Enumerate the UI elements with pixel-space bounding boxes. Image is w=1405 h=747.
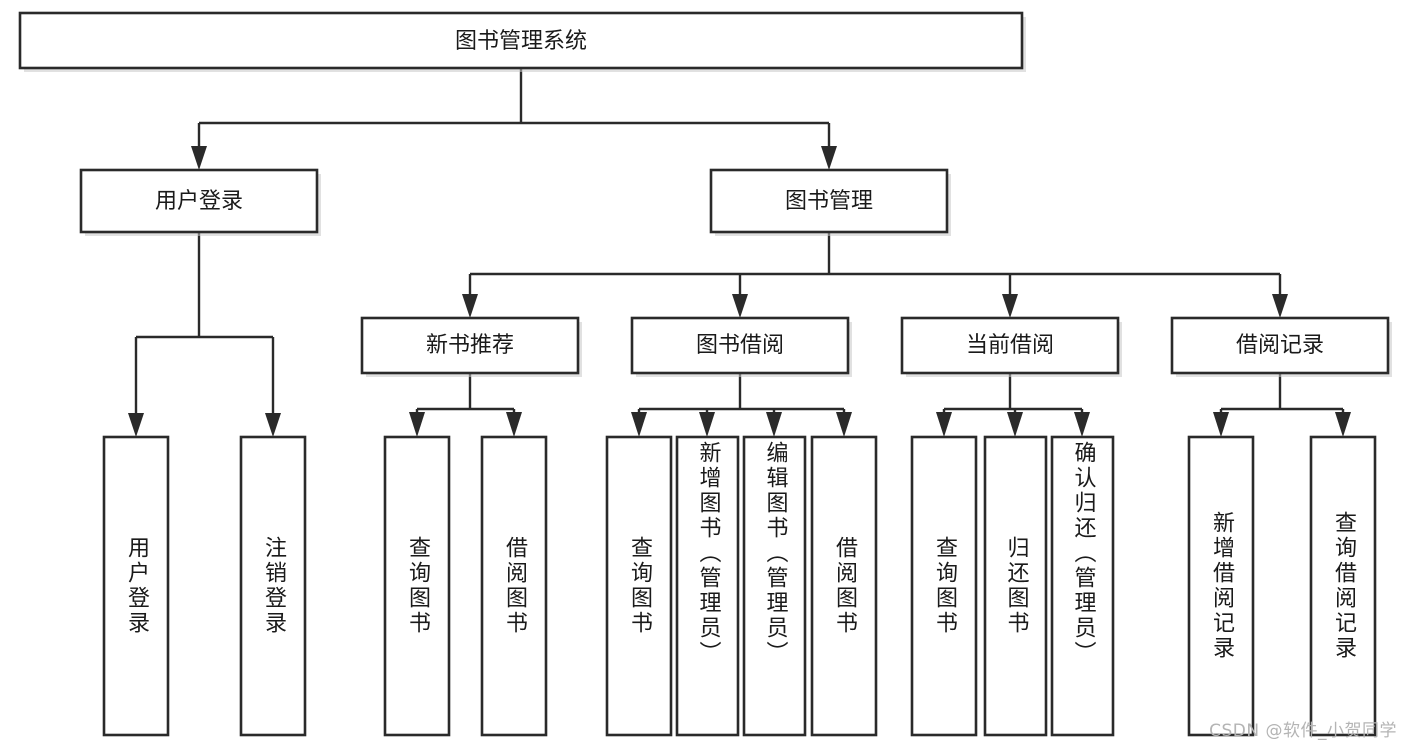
arrow-head-leaf-query-record bbox=[1335, 412, 1351, 437]
node-current-borrow[interactable] bbox=[900, 316, 1120, 375]
node-leaf-confirm-return[interactable] bbox=[1050, 435, 1115, 737]
arrow-head-leaf-add-record bbox=[1213, 412, 1229, 437]
arrow-head-userlogin bbox=[191, 146, 207, 170]
node-borrow-record-label: 借阅记录 bbox=[1236, 333, 1324, 358]
node-root-label: 图书管理系统 bbox=[455, 29, 587, 54]
node-layer: 图书管理系统 用户登录 图书管理 新书推荐 图书借阅 当前借阅 借阅记录 bbox=[18, 11, 1392, 737]
node-leaf-borrow-book-1[interactable] bbox=[480, 435, 548, 737]
arrow-head-leaf-query-book-2 bbox=[631, 412, 647, 437]
node-root[interactable] bbox=[18, 11, 1024, 70]
arrow-head-leaf-return-book bbox=[1007, 412, 1023, 437]
node-leaf-query-book-2[interactable] bbox=[605, 435, 673, 737]
arrow-head-leaf-edit-book bbox=[766, 412, 782, 437]
arrow-head-newbook bbox=[462, 294, 478, 318]
watermark-text: CSDN @软件_小贺同学 bbox=[1209, 721, 1397, 741]
node-new-book-recommend-label: 新书推荐 bbox=[426, 333, 514, 358]
arrow-head-currentborrow bbox=[1002, 294, 1018, 318]
node-leaf-logout[interactable] bbox=[239, 435, 307, 737]
arrow-head-leaf-query-book-1 bbox=[409, 412, 425, 437]
arrow-head-leaf-borrow-book-2 bbox=[836, 412, 852, 437]
node-user-login-label: 用户登录 bbox=[155, 189, 243, 214]
arrow-head-leaf-query-book-3 bbox=[936, 412, 952, 437]
node-book-manage-label: 图书管理 bbox=[785, 189, 873, 214]
node-leaf-query-book-3[interactable] bbox=[910, 435, 978, 737]
arrow-head-leaf-user-login bbox=[128, 413, 144, 437]
arrow-head-bookborrow bbox=[732, 294, 748, 318]
node-book-borrow-label: 图书借阅 bbox=[696, 333, 784, 358]
node-leaf-add-book[interactable] bbox=[675, 435, 740, 737]
node-current-borrow-label: 当前借阅 bbox=[966, 333, 1054, 358]
connector-layer bbox=[128, 68, 1351, 437]
node-leaf-add-record[interactable] bbox=[1187, 435, 1255, 737]
node-leaf-borrow-book-2[interactable] bbox=[810, 435, 878, 737]
arrow-head-leaf-confirm-return bbox=[1074, 412, 1090, 437]
node-user-login[interactable] bbox=[79, 168, 319, 234]
node-book-borrow[interactable] bbox=[630, 316, 850, 375]
node-new-book-recommend[interactable] bbox=[360, 316, 580, 375]
node-leaf-query-book-1[interactable] bbox=[383, 435, 451, 737]
node-leaf-edit-book[interactable] bbox=[742, 435, 807, 737]
arrow-head-leaf-add-book bbox=[699, 412, 715, 437]
node-leaf-user-login[interactable] bbox=[102, 435, 170, 737]
arrow-head-borrowrecord bbox=[1272, 294, 1288, 318]
arrow-head-leaf-logout bbox=[265, 413, 281, 437]
node-leaf-query-record[interactable] bbox=[1309, 435, 1377, 737]
arrow-head-bookmanage bbox=[821, 146, 837, 170]
node-book-manage[interactable] bbox=[709, 168, 949, 234]
node-borrow-record[interactable] bbox=[1170, 316, 1390, 375]
arrow-head-leaf-borrow-book-1 bbox=[506, 412, 522, 437]
node-leaf-return-book[interactable] bbox=[983, 435, 1048, 737]
